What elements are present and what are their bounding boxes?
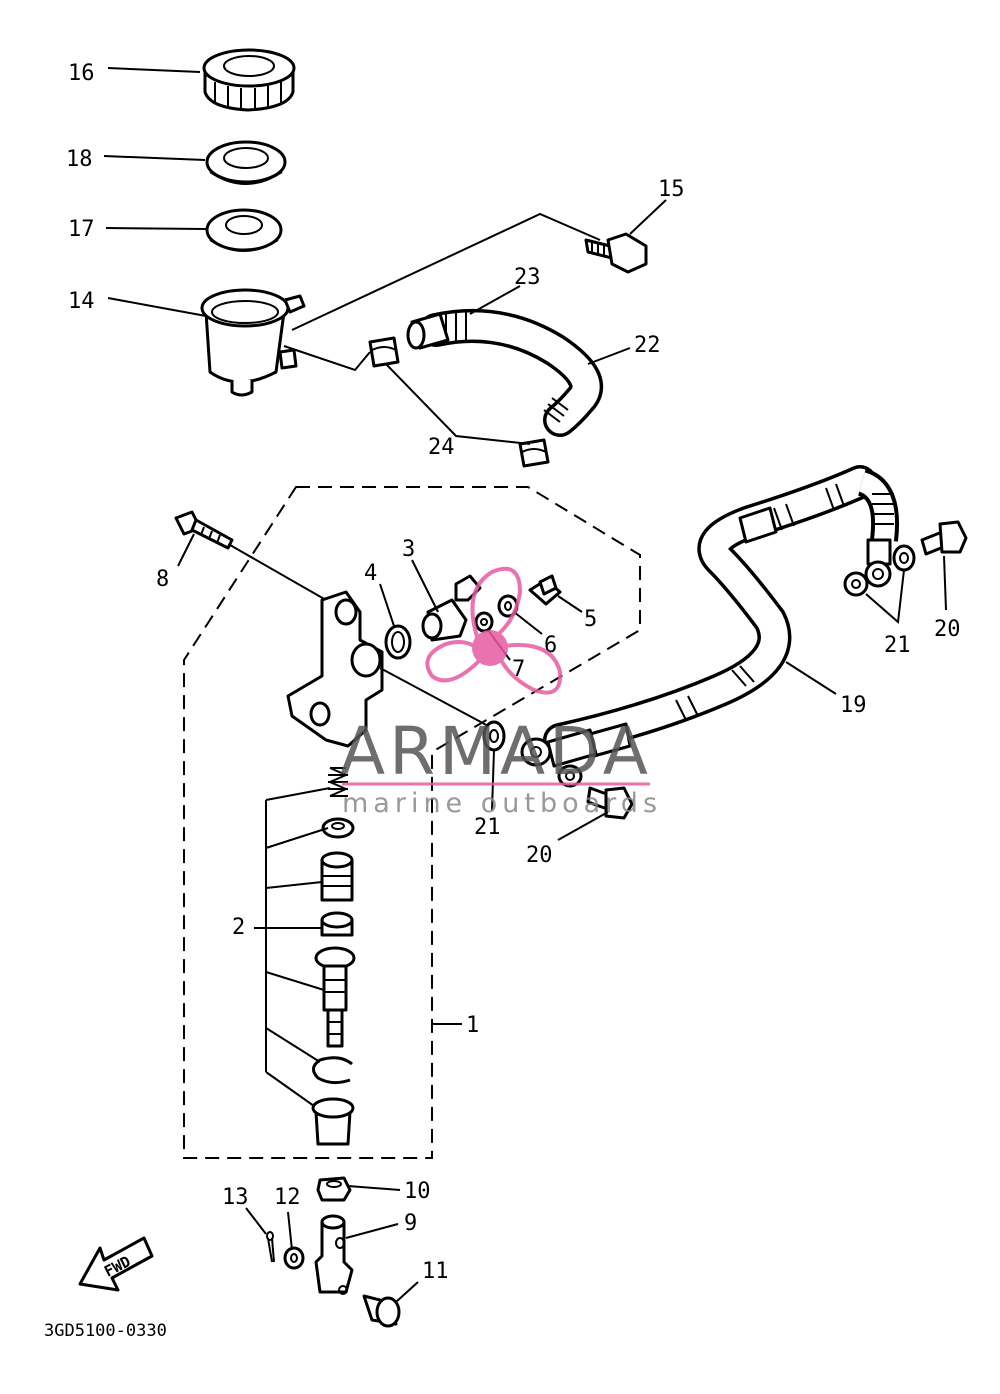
master-cylinder-body [286,590,384,748]
clevis-pin-11 [362,1294,401,1328]
callout-21-lower: 21 [474,815,501,840]
o-ring-4 [384,624,412,660]
union-bolt-20-lower [586,786,634,820]
callout-23: 23 [514,265,541,290]
callout-1: 1 [466,1013,479,1038]
banjo-fitting-upper [864,538,892,588]
push-rod-assembly [314,946,356,1048]
callout-24: 24 [428,435,455,460]
spring [327,767,349,797]
fluid-reservoir [200,288,306,397]
copper-washer-21-upper-a [843,571,869,597]
reservoir-diaphragm [205,208,283,252]
circlip [312,1056,353,1085]
callout-20-upper: 20 [934,617,961,642]
banjo-fitting-lower [520,728,598,768]
callout-11: 11 [422,1259,449,1284]
hose-end-fitting [406,312,450,350]
callout-17: 17 [68,217,95,242]
cotter-pin-13 [266,1231,275,1263]
watermark-brand: ARMADA [340,713,652,790]
callout-21-upper: 21 [884,633,911,658]
callout-4: 4 [364,561,377,586]
callout-18: 18 [66,147,93,172]
boot [311,1097,355,1146]
hose-clip-upper [368,336,400,368]
watermark-propeller-icon [425,566,563,695]
washer-12 [283,1246,305,1270]
watermark-tagline: marine outboards [342,788,662,819]
reservoir-hose [419,309,604,437]
cup-secondary [320,911,354,937]
hose-clip-lower [518,438,550,468]
callout-19: 19 [840,693,867,718]
diagram-part-code: 3GD5100-0330 [44,1321,167,1341]
callout-9: 9 [404,1211,417,1236]
callout-8: 8 [156,567,169,592]
callout-14: 14 [68,289,95,314]
piston [320,851,354,902]
brake-hose-19 [543,465,899,758]
union-bolt-15 [584,232,648,274]
callout-10: 10 [404,1179,431,1204]
callout-3: 3 [402,537,415,562]
callout-20-lower: 20 [526,843,553,868]
reservoir-cap [202,48,296,112]
callout-13: 13 [222,1185,249,1210]
copper-washer-21-lower-b [557,764,583,788]
callout-16: 16 [68,61,95,86]
watermark: ARMADA marine outboards [340,566,662,819]
cup-primary [321,817,355,839]
clevis-9 [314,1214,354,1295]
callout-12: 12 [274,1185,301,1210]
bolt-8 [174,510,234,550]
callout-15: 15 [658,177,685,202]
callout-22: 22 [634,333,661,358]
washer-7 [474,611,494,633]
union-bolt-20-upper [920,520,968,556]
bolt-5 [528,574,562,606]
cap-diaphragm-plate [205,140,287,185]
callout-2: 2 [232,915,245,940]
fwd-arrow-icon: FWD [78,1236,154,1292]
nut-10 [316,1176,352,1202]
master-cylinder-assembly-outline [183,486,641,1159]
copper-washer-21-upper-b [892,544,916,572]
callout-5: 5 [584,607,597,632]
